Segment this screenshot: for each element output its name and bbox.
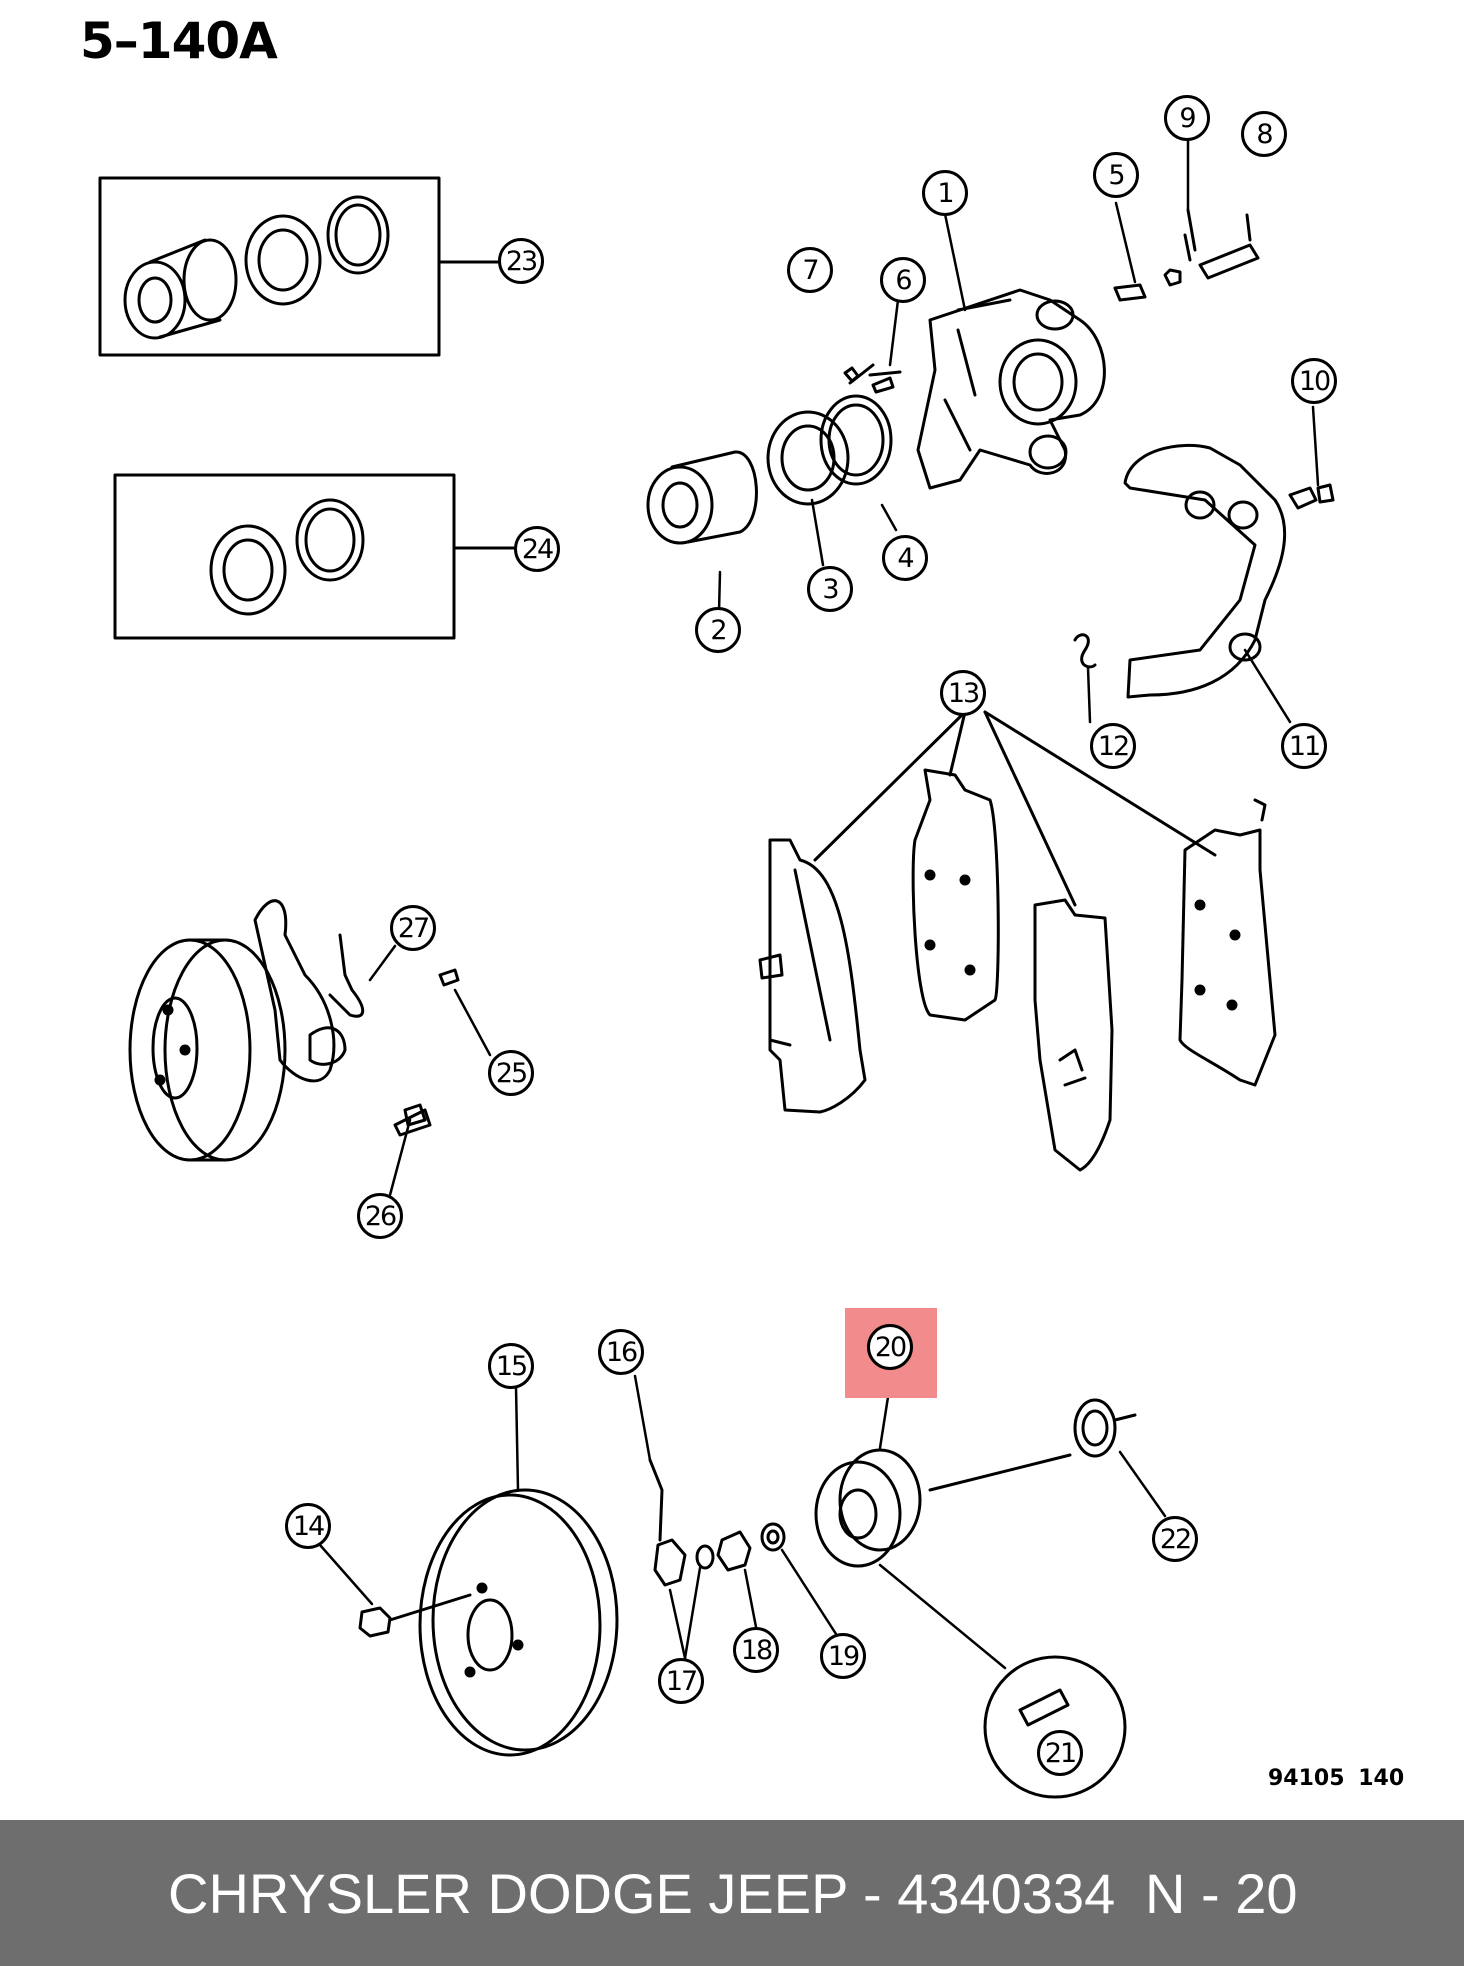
diagram-position: N - 20	[1145, 1861, 1298, 1925]
parts-diagram: 5–140A 94105 140 1 2 3 4 5 6 7 8 9 10 11…	[80, 12, 1405, 1799]
page-code: 5–140A	[80, 12, 278, 70]
diagram-reference: 94105 140	[1268, 1766, 1405, 1791]
o-ring-drawing	[326, 195, 390, 275]
kit-box-23	[98, 176, 500, 357]
callout-11[interactable]: 11	[1281, 723, 1327, 769]
callout-2[interactable]: 2	[695, 607, 741, 653]
piston-drawing	[123, 238, 238, 340]
callout-15[interactable]: 15	[488, 1343, 534, 1389]
callout-1[interactable]: 1	[922, 170, 968, 216]
callout-27[interactable]: 27	[390, 905, 436, 951]
seal-drawing	[244, 214, 322, 306]
callout-3[interactable]: 3	[807, 566, 853, 612]
brand-part-number: CHRYSLER DODGE JEEP - 4340334	[168, 1861, 1116, 1925]
callout-18[interactable]: 18	[733, 1627, 779, 1673]
callout-9[interactable]: 9	[1164, 95, 1210, 141]
footer-banner: CHRYSLER DODGE JEEP - 4340334 N - 20	[0, 1820, 1464, 1966]
caliper-assembly	[646, 208, 1260, 545]
callout-7[interactable]: 7	[787, 247, 833, 293]
callout-8[interactable]: 8	[1241, 111, 1287, 157]
callout-20[interactable]: 20	[867, 1324, 913, 1370]
callout-4[interactable]: 4	[882, 535, 928, 581]
exploded-view-drawing	[98, 138, 1335, 1799]
callout-22[interactable]: 22	[1152, 1516, 1198, 1562]
callout-6[interactable]: 6	[880, 257, 926, 303]
callout-23[interactable]: 23	[498, 238, 544, 284]
callout-21[interactable]: 21	[1037, 1730, 1083, 1776]
kit-box-24	[113, 473, 516, 640]
callout-14[interactable]: 14	[285, 1503, 331, 1549]
callout-16[interactable]: 16	[598, 1329, 644, 1375]
callout-25[interactable]: 25	[488, 1050, 534, 1096]
leader-lines	[318, 138, 1320, 1670]
callout-10[interactable]: 10	[1291, 358, 1337, 404]
callout-12[interactable]: 12	[1090, 723, 1136, 769]
callout-19[interactable]: 19	[820, 1633, 866, 1679]
callout-17[interactable]: 17	[658, 1658, 704, 1704]
brake-pads	[758, 710, 1277, 1172]
rotor-hub-assembly	[358, 1398, 1137, 1799]
callout-26[interactable]: 26	[357, 1193, 403, 1239]
callout-24[interactable]: 24	[514, 526, 560, 572]
knuckle-rotor-assembly	[128, 899, 460, 1162]
caliper-adapter	[1073, 443, 1335, 699]
callout-13[interactable]: 13	[940, 670, 986, 716]
callout-5[interactable]: 5	[1093, 152, 1139, 198]
